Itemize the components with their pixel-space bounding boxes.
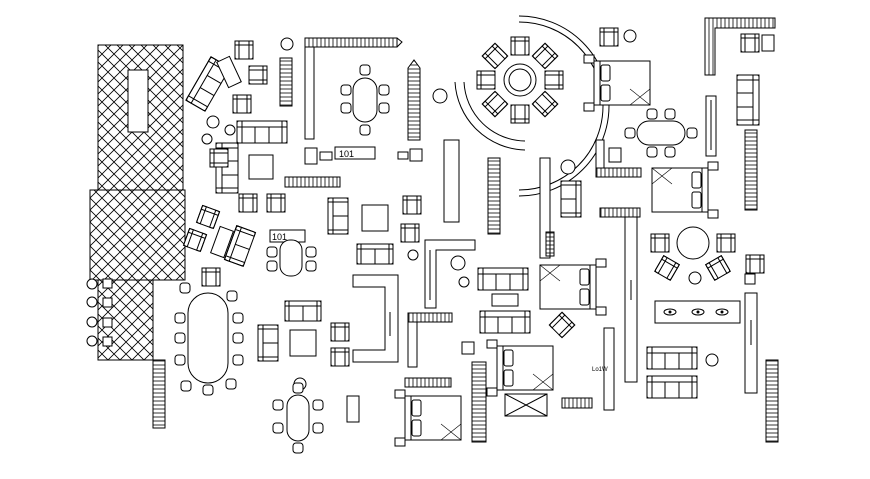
dining-oval-right bbox=[609, 108, 698, 162]
bed-bottom-center bbox=[486, 339, 592, 416]
dining-table-101: 101 bbox=[266, 230, 317, 276]
round-table-right bbox=[650, 227, 765, 284]
bed-right-middle bbox=[651, 161, 719, 219]
shelf-right-center: Lo1W bbox=[592, 208, 640, 410]
table-number-label-left: 101 bbox=[272, 232, 287, 242]
plant-pots-left bbox=[87, 279, 112, 346]
lounge-top-left bbox=[185, 38, 293, 144]
sofas-bottom-right bbox=[646, 346, 778, 442]
shelf-vertical-center bbox=[398, 60, 447, 161]
bed-top bbox=[583, 54, 651, 112]
shelf-top-center bbox=[280, 38, 402, 139]
small-tag-label: Lo1W bbox=[592, 367, 608, 373]
hatched-terrace bbox=[90, 45, 185, 360]
chairs-top-right bbox=[599, 18, 775, 75]
rail-center bbox=[444, 140, 641, 258]
counter-l-shape bbox=[425, 240, 475, 308]
dining-oval-large bbox=[153, 282, 244, 428]
rail-horizontal-left bbox=[285, 177, 340, 187]
desk-101: 101 bbox=[305, 147, 375, 164]
lounge-square-table bbox=[209, 120, 288, 213]
counter-u-shape bbox=[353, 275, 398, 362]
table-number-label: 101 bbox=[339, 149, 354, 159]
lounge-center bbox=[327, 195, 422, 265]
bed-center-right bbox=[539, 258, 607, 339]
lounge-bottom-center bbox=[257, 300, 350, 390]
lounge-left-middle bbox=[182, 204, 257, 287]
lounge-center-right bbox=[477, 267, 531, 334]
dining-table-6-bottom bbox=[272, 382, 324, 454]
blocks-bottom-center bbox=[347, 313, 486, 447]
sofa-right-top bbox=[706, 74, 760, 210]
dining-table-6-top bbox=[340, 64, 390, 136]
kitchen-counter bbox=[655, 293, 757, 393]
round-dining-arc bbox=[455, 16, 609, 196]
